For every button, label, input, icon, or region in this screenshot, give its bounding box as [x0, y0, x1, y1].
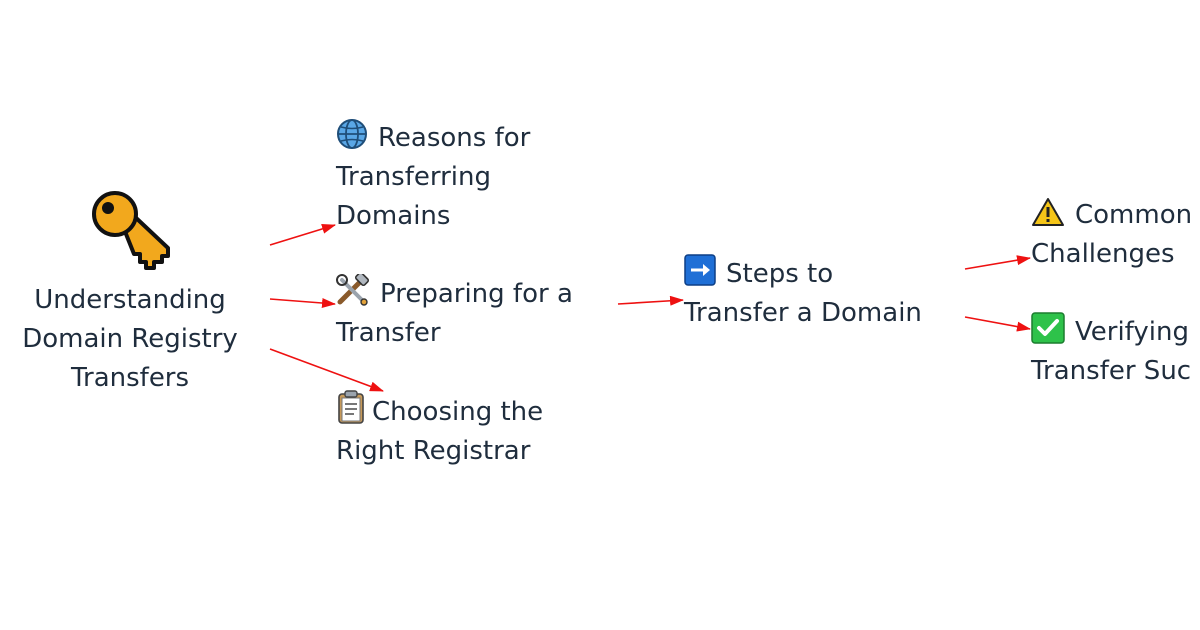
root-key-icon [88, 190, 170, 270]
verifying-line-1: Verifying [1075, 317, 1189, 347]
root-node[interactable]: Understanding Domain Registry Transfers [10, 281, 250, 398]
reasons-line-1: Reasons for [378, 123, 531, 153]
node-choosing[interactable]: Choosing the Right Registrar [336, 390, 543, 471]
steps-line-1: Steps to [726, 259, 834, 289]
preparing-line-1: Preparing for a [380, 279, 573, 309]
node-challenges[interactable]: Common Challenges [1031, 196, 1192, 274]
right-arrow-icon [684, 254, 716, 286]
root-line-1: Understanding [34, 285, 226, 315]
preparing-line-2: Transfer [336, 318, 441, 348]
node-preparing[interactable]: Preparing for a Transfer [336, 274, 573, 353]
steps-line-2: Transfer a Domain [684, 298, 922, 328]
arrow-steps-to-verifying [964, 316, 1031, 332]
arrow-root-to-choosing [269, 348, 384, 392]
arrow-steps-to-challenges [964, 255, 1031, 270]
arrow-root-to-preparing [269, 298, 336, 308]
arrow-preparing-to-steps [617, 295, 684, 306]
node-reasons[interactable]: Reasons for Transferring Domains [336, 118, 530, 236]
warning-icon [1031, 197, 1065, 227]
node-verifying[interactable]: Verifying Transfer Suc [1031, 312, 1191, 391]
reasons-line-3: Domains [336, 201, 451, 231]
verifying-line-2: Transfer Suc [1031, 356, 1192, 386]
root-line-2: Domain Registry [22, 324, 238, 354]
choosing-line-2: Right Registrar [336, 436, 531, 466]
globe-icon [336, 118, 368, 150]
check-mark-icon [1031, 312, 1065, 344]
reasons-line-2: Transferring [336, 162, 491, 192]
node-steps[interactable]: Steps to Transfer a Domain [684, 254, 922, 333]
tools-icon [336, 274, 370, 306]
arrow-root-to-reasons [269, 224, 336, 246]
clipboard-icon [336, 390, 366, 424]
challenges-line-2: Challenges [1031, 239, 1175, 269]
root-line-3: Transfers [70, 363, 190, 393]
choosing-line-1: Choosing the [372, 397, 544, 427]
challenges-line-1: Common [1075, 200, 1193, 230]
